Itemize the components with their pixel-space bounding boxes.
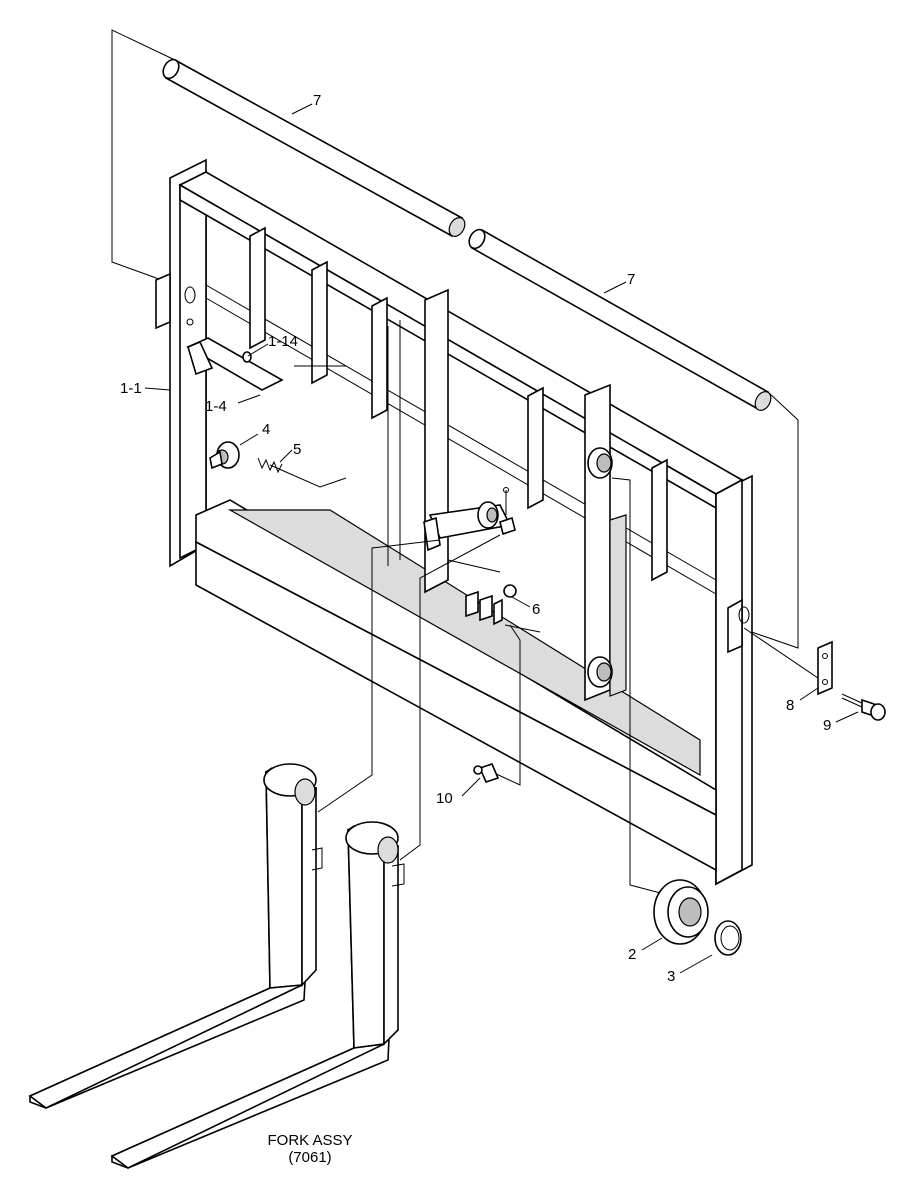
callout-2: 2 <box>628 946 636 963</box>
callout-7-upper: 7 <box>313 92 321 109</box>
fork-left <box>28 763 323 1109</box>
rod-leader-lines <box>111 29 799 649</box>
callout-7-lower: 7 <box>627 271 635 288</box>
callout-9: 9 <box>823 717 831 734</box>
cylinder <box>186 337 284 391</box>
side-roller <box>209 441 240 470</box>
bearing <box>653 879 709 945</box>
grease-fitting <box>473 763 500 783</box>
callout-5: 5 <box>293 441 301 458</box>
callout-leaders <box>144 103 859 974</box>
callout-1-14: 1-14 <box>268 333 298 350</box>
callout-6: 6 <box>532 601 540 618</box>
callout-1-1: 1-1 <box>120 380 142 397</box>
rod-upper <box>162 58 466 238</box>
callout-3: 3 <box>667 968 675 985</box>
bolt-part <box>841 693 886 721</box>
diagram-title: FORK ASSY <box>267 1132 352 1149</box>
side-shift-plates <box>387 288 627 702</box>
spring <box>257 457 283 474</box>
rod-lower <box>468 228 772 411</box>
diagram-subtitle: (7061) <box>288 1149 331 1166</box>
center-mechanism <box>423 487 541 633</box>
snap-ring <box>714 920 742 956</box>
plate-part <box>817 640 833 696</box>
fork-right <box>110 821 405 1169</box>
callout-8: 8 <box>786 697 794 714</box>
callout-4: 4 <box>262 421 270 438</box>
callout-1-4: 1-4 <box>205 398 227 415</box>
callout-10: 10 <box>436 790 453 807</box>
